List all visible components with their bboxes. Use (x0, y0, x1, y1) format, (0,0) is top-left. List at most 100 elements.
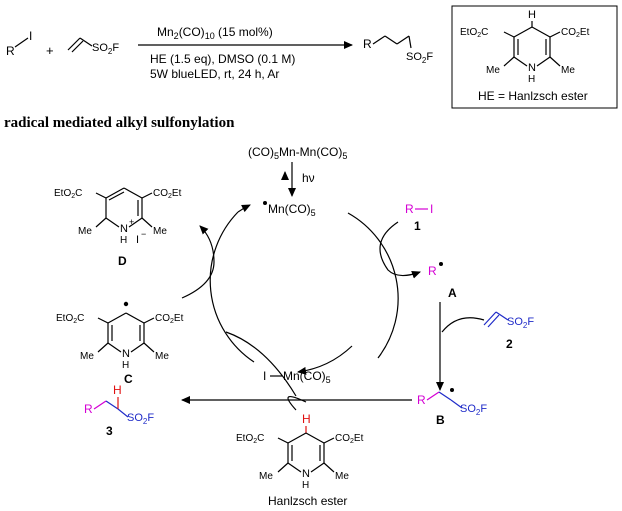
hantzsch-radical-c: EtO2C CO2Et Me Me N H C (56, 301, 184, 386)
he-ester-left-c: C (257, 433, 264, 444)
product-so: SO (406, 51, 422, 63)
c-me-right: Me (155, 351, 169, 362)
he-me-right: Me (335, 471, 349, 482)
vinyl-bond-2 (71, 40, 84, 53)
p3-so: SO (127, 412, 143, 424)
c-ester-left-sub: 2 (73, 318, 77, 325)
so2f-f: F (112, 42, 119, 54)
hantzsch-ester-structure: H EtO2C CO2Et Me Me N H (460, 9, 590, 85)
ri-i: I (430, 202, 433, 216)
cycle-arc-right (347, 212, 399, 359)
d-ester-right-a: CO (153, 188, 168, 199)
p3-r: R (84, 402, 93, 416)
vinyl-s-bond (79, 37, 93, 47)
c-radical-dot (123, 301, 129, 307)
catalyst-sub1: 2 (174, 31, 179, 41)
esf2-so: SO (507, 316, 523, 328)
product-sulfonyl-fluoride: R SO2F (363, 35, 433, 65)
cycle-arc-left (209, 211, 255, 363)
box-h-top: H (528, 9, 536, 21)
b-sub: 2 (476, 408, 481, 417)
svg-text:(CO)5Mn-Mn(CO)5: (CO)5Mn-Mn(CO)5 (248, 145, 347, 161)
box-ester-left-a: EtO (460, 27, 477, 38)
d-me-left: Me (78, 226, 92, 237)
label-d: D (118, 254, 127, 268)
catalyst-sub2: 10 (205, 31, 215, 41)
reaction-conditions: Mn2(CO)10 (15 mol%) HE (1.5 eq), DMSO (0… (138, 25, 353, 81)
d-h: H (120, 235, 127, 246)
cycle-arc-bottom-right (297, 345, 353, 375)
imn-mnco: Mn(CO) (283, 369, 326, 383)
dimer-mnmn: Mn-Mn(CO) (279, 145, 342, 159)
box-ester-right-a: CO (561, 27, 576, 38)
svg-text:EtO2C: EtO2C (460, 27, 488, 39)
label-3: 3 (106, 424, 113, 438)
mn-dimer: (CO)5Mn-Mn(CO)5 hν (248, 145, 347, 197)
box-caption: HE = Hanlzsch ester (478, 89, 588, 103)
alkyl-iodide-1: R I 1 (405, 202, 433, 233)
box-me-left: Me (486, 65, 500, 76)
box-ester-left-sub: 2 (477, 32, 481, 39)
he-n: N (302, 468, 310, 480)
catalyst-tail: (15 mol%) (215, 25, 273, 39)
label-c: C (124, 372, 133, 386)
iodo-manganese: I Mn(CO)5 (263, 369, 331, 385)
svg-text:SO2F: SO2F (460, 403, 487, 417)
conditions-line2: HE (1.5 eq), DMSO (0.1 M) (150, 52, 295, 66)
product-r-label: R (363, 37, 372, 51)
hantzsch-ester-box (451, 5, 618, 109)
svg-text:EtO2C: EtO2C (54, 188, 82, 200)
svg-text:Mn(CO)5: Mn(CO)5 (268, 202, 316, 218)
d-n: N (120, 223, 128, 235)
svg-text:CO2Et: CO2Et (155, 313, 184, 325)
he-h-top: H (302, 412, 311, 426)
c-me-left: Me (80, 351, 94, 362)
he-ester-right-b: Et (354, 433, 364, 444)
svg-text:CO2Et: CO2Et (335, 433, 364, 445)
svg-text:Mn(CO)5: Mn(CO)5 (283, 369, 331, 385)
d-ester-right-sub: 2 (168, 193, 172, 200)
svg-text:SO2F: SO2F (127, 412, 154, 426)
r-i-bond (14, 37, 29, 48)
dimer-sub2: 5 (342, 151, 347, 161)
c-ester-left-a: EtO (56, 313, 73, 324)
so2f-sub: 2 (108, 47, 113, 56)
svg-text:EtO2C: EtO2C (236, 433, 264, 445)
he-me-left: Me (259, 471, 273, 482)
ri-entry-arrow (379, 221, 421, 279)
svg-text:SO2F: SO2F (406, 51, 433, 65)
label-a: A (448, 286, 457, 300)
vinyl-bond-1 (67, 37, 81, 51)
d-plus: + (129, 217, 134, 227)
svg-text:Mn2(CO)10 (15 mol%): Mn2(CO)10 (15 mol%) (157, 25, 273, 41)
d-minus: − (141, 229, 146, 239)
dimer-co-a: (CO) (248, 145, 274, 159)
he-ester-left-a: EtO (236, 433, 253, 444)
catalytic-cycle-arcs (209, 204, 399, 375)
product-3: R H SO2F 3 (84, 383, 154, 438)
mn-radical-dot (263, 201, 267, 205)
label-2: 2 (506, 337, 513, 351)
imn-sub: 5 (326, 375, 331, 385)
conditions-line3: 5W blueLED, rt, 24 h, Ar (150, 67, 279, 81)
box-ester-left-c: C (481, 27, 488, 38)
d-ester-left-sub: 2 (71, 193, 75, 200)
he-ester-left-sub: 2 (253, 438, 257, 445)
c-ester-right-sub: 2 (170, 318, 174, 325)
hantzsch-ester-bottom: H EtO2C CO2Et Me Me N H Hanlzsch ester (236, 412, 364, 508)
box-n: N (528, 62, 536, 74)
pyridinium-d: EtO2C CO2Et Me Me N + H I − D (54, 187, 182, 268)
mn-radical-sub: 5 (311, 208, 316, 218)
d-ester-left-a: EtO (54, 188, 71, 199)
c-to-d-arrow (181, 225, 215, 299)
mn-radical: Mn(CO)5 (263, 201, 316, 218)
radical-intermediate-b: R SO2F B (417, 388, 487, 427)
catalyst-mn: Mn (157, 25, 174, 39)
svg-text:CO2Et: CO2Et (153, 188, 182, 200)
c-ester-left-c: C (77, 313, 84, 324)
box-h-bottom: H (528, 74, 535, 85)
imn-i: I (263, 369, 266, 383)
c-n: N (122, 348, 130, 360)
d-ester-right-b: Et (172, 188, 182, 199)
